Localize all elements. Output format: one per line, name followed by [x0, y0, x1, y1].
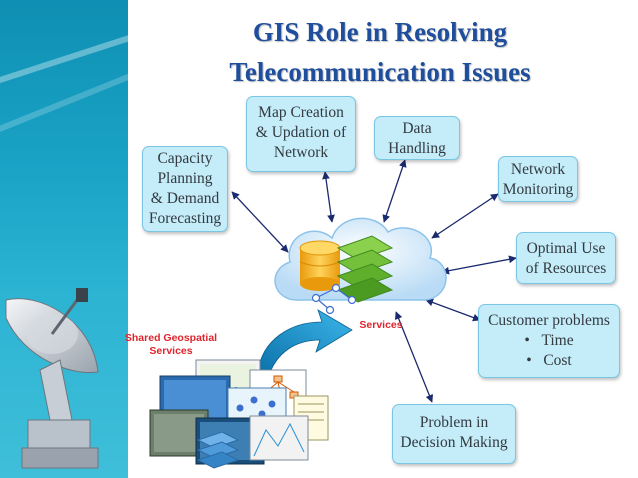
upload-arrow-icon [258, 310, 352, 378]
label-line: Services [116, 345, 226, 358]
box-text-line: Forecasting [143, 209, 227, 229]
box-text-line: Network [247, 143, 355, 163]
box-text-line: Customer problems [479, 311, 619, 331]
bullet-text: Time [541, 332, 573, 349]
box-map-creation: Map Creation & Updation of Network [246, 96, 356, 172]
connector-customer [426, 300, 480, 320]
bullet-icon: • [526, 352, 543, 369]
box-text-line: Decision Making [393, 433, 515, 453]
box-text-line: Problem in [393, 413, 515, 433]
box-decision-making: Problem in Decision Making [392, 404, 516, 464]
box-data-handling: Data Handling [374, 116, 460, 160]
shared-geospatial-label: Shared Geospatial Services [116, 332, 226, 358]
box-text-line: of Resources [517, 259, 615, 279]
box-text-line: Planning [143, 169, 227, 189]
bullet-item: • Time [479, 331, 619, 351]
connector-optimal-use [442, 258, 516, 272]
bullet-text: Cost [543, 352, 571, 369]
connector-data-handling [384, 160, 405, 222]
bullet-item: • Cost [479, 351, 619, 371]
connector-capacity [232, 192, 288, 252]
box-network-monitoring: Network Monitoring [498, 156, 578, 202]
map-thumbnails-icon [150, 360, 328, 468]
connector-map-creation [325, 172, 332, 222]
box-text-line: Map Creation [247, 103, 355, 123]
label-line: Shared Geospatial [116, 332, 226, 345]
box-text-line: Optimal Use [517, 239, 615, 259]
box-text-line: Monitoring [499, 180, 577, 200]
box-text-line: & Updation of [247, 123, 355, 143]
satellite-dish-icon [6, 288, 98, 468]
box-text-line: Data [375, 119, 459, 139]
services-label: Services [356, 319, 406, 332]
box-capacity-planning: Capacity Planning & Demand Forecasting [142, 146, 228, 232]
box-customer-problems: Customer problems • Time • Cost [478, 304, 620, 378]
database-icon [300, 241, 340, 291]
box-optimal-use: Optimal Use of Resources [516, 232, 616, 284]
box-text-line: & Demand [143, 189, 227, 209]
box-text-line: Handling [375, 139, 459, 159]
box-text-line: Network [499, 160, 577, 180]
box-text-line: Capacity [143, 149, 227, 169]
bullet-icon: • [524, 332, 541, 349]
connector-network-monitoring [432, 194, 498, 238]
